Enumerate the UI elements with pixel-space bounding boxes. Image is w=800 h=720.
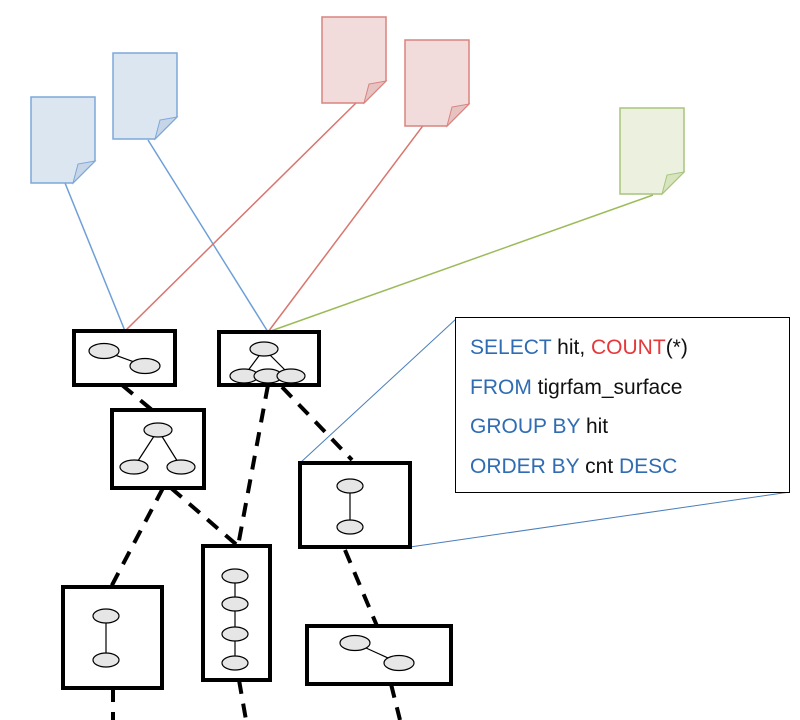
sql-keyword: ORDER BY: [470, 454, 580, 478]
plan-node: [201, 544, 272, 682]
sql-line: FROM tigrfam_surface: [470, 368, 789, 408]
sql-text: tigrfam_surface: [531, 375, 683, 399]
link-line: [267, 102, 441, 333]
sql-text: hit,: [551, 336, 592, 359]
sql-line: SELECT hit, COUNT(*): [470, 328, 789, 368]
plan-node: [110, 408, 206, 490]
sql-query-box: SELECT hit, COUNT(*) FROM tigrfam_surfac…: [455, 317, 790, 493]
plan-edges: [109, 383, 402, 720]
document-icon: [30, 96, 97, 185]
plan-node: [298, 461, 412, 549]
document-icon: [619, 107, 686, 196]
link-line: [267, 194, 654, 333]
plan-node: [305, 624, 453, 686]
document-icon: [404, 39, 471, 128]
sql-text: (*): [665, 336, 688, 359]
sql-text: hit: [580, 415, 609, 438]
callout-line: [409, 491, 791, 548]
plan-node: [217, 330, 321, 387]
sql-keyword: SELECT: [470, 336, 552, 359]
document-icon: [112, 52, 179, 141]
sql-keyword: DESC: [619, 454, 678, 478]
callout-line: [299, 318, 457, 464]
plan-node: [72, 329, 177, 387]
link-line: [147, 139, 269, 333]
sql-function: COUNT: [591, 336, 666, 359]
plan-node: [61, 585, 164, 690]
sql-keyword: FROM: [470, 375, 532, 399]
sql-line: GROUP BY hit: [470, 407, 789, 447]
document-icon: [321, 16, 388, 105]
sql-line: ORDER BY cnt DESC: [470, 447, 789, 487]
sql-text: cnt: [579, 454, 619, 478]
link-line: [124, 102, 357, 332]
link-line: [64, 182, 126, 332]
sql-keyword: GROUP BY: [470, 415, 581, 438]
